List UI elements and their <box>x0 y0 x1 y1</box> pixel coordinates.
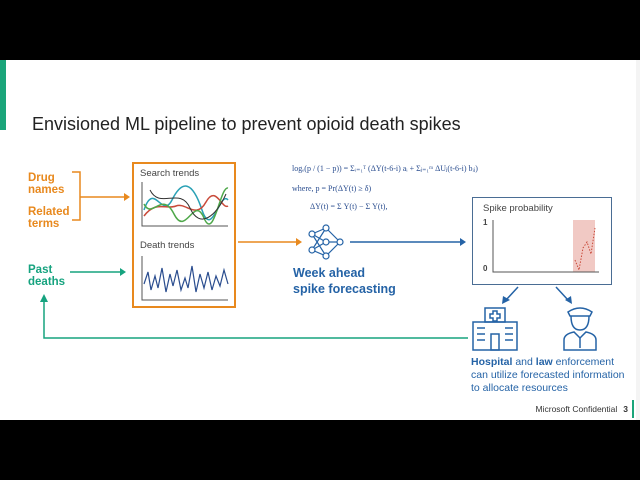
confidential-label: Microsoft Confidential <box>535 404 618 414</box>
spike-probability-chart <box>492 220 599 273</box>
spike-probability-box: Spike probability 1 0 <box>472 197 612 285</box>
search-trends-label: Search trends <box>140 168 200 179</box>
input-drug-names: Drug names <box>28 172 65 196</box>
trends-box: Search trends Death trends <box>132 162 236 308</box>
accent-bar <box>0 60 6 130</box>
footer-accent <box>632 400 634 418</box>
footer: Microsoft Confidential 3 <box>536 404 628 414</box>
model-label-line-2: spike forecasting <box>293 282 396 296</box>
model-label-line-1: Week ahead <box>293 266 366 280</box>
formula-line-2: where, p = Pr(ΔY(t) ≥ δ) <box>292 184 372 193</box>
model-label: Week ahead spike forecasting <box>293 265 396 297</box>
formula-line-1: logₑ(p / (1 − p)) = Σᵢ₌₁ᵀ (ΔY(t-6-i) aᵢ … <box>292 164 478 173</box>
slide: Envisioned ML pipeline to prevent opioid… <box>0 60 640 420</box>
hospital-keyword: Hospital <box>471 356 513 368</box>
outcome-text: Hospital and law enforcement can utilize… <box>471 356 631 395</box>
police-officer-icon <box>563 307 597 351</box>
death-trends-chart <box>141 256 229 301</box>
page-number: 3 <box>623 404 628 414</box>
search-trends-chart <box>141 182 229 227</box>
hospital-icon <box>472 307 518 351</box>
forecast-region <box>573 220 595 272</box>
next-slide-edge <box>636 60 640 420</box>
death-trends-label: Death trends <box>140 240 195 251</box>
neural-network-icon <box>308 224 344 260</box>
y-axis-max: 1 <box>483 218 488 227</box>
formula-line-3: ΔY(t) = Σ Y(t) − Σ Y(t), <box>310 202 388 211</box>
input-past-deaths: Past deaths <box>28 264 66 288</box>
law-keyword: law <box>535 356 553 368</box>
slide-title: Envisioned ML pipeline to prevent opioid… <box>32 114 461 134</box>
outcome-rest: enforcement can utilize forecasted infor… <box>471 356 625 394</box>
spike-probability-title: Spike probability <box>483 203 553 214</box>
y-axis-min: 0 <box>483 264 488 273</box>
pipeline-arrows <box>40 171 572 339</box>
and-text: and <box>512 356 536 368</box>
input-related-terms: Related terms <box>28 206 70 230</box>
